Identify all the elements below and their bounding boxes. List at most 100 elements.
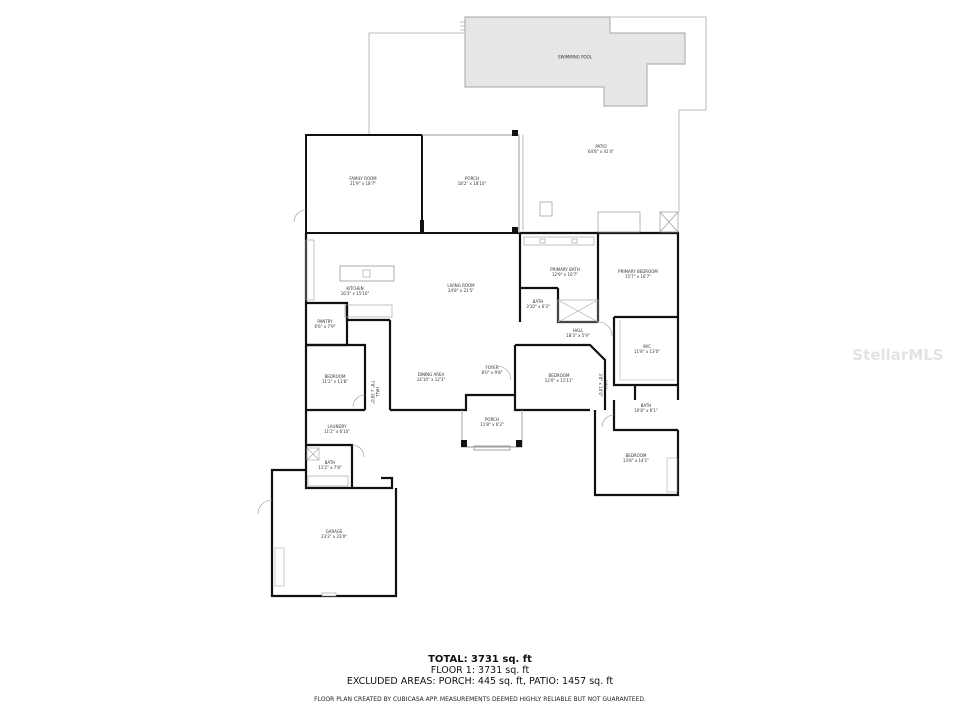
- room-name: PORCH: [465, 176, 479, 181]
- garage-walls: [270, 468, 398, 598]
- room-dims: 11'8" x 6'2": [480, 422, 504, 427]
- floor-plan-drawing: [257, 16, 707, 598]
- column-icon: [512, 227, 518, 233]
- door-swings: [293, 209, 615, 458]
- room-dims: 12'0" x 11'11": [544, 378, 574, 383]
- primary-bath-fixtures: [523, 236, 599, 323]
- sink-icon: [362, 269, 371, 278]
- disclaimer: FLOOR PLAN CREATED BY CUBICASA APP. MEAS…: [314, 696, 646, 703]
- pool-steps-icon: [460, 21, 465, 31]
- door-swing: [257, 499, 273, 515]
- room-name: PRIMARY BEDROOM: [618, 269, 658, 274]
- room-dims: 11'2" x 11'8": [321, 379, 349, 384]
- room-dims: 12'9" x 10'7": [551, 272, 579, 277]
- room-name: HALL: [603, 379, 608, 391]
- room-name: PORCH: [485, 417, 499, 422]
- column-icon: [461, 440, 467, 447]
- room-name: PANTRY: [317, 319, 333, 324]
- room-name: W/C: [642, 344, 652, 349]
- bath-west-fixtures: [306, 447, 349, 487]
- room-dims: 10'8" x 6'1": [634, 408, 658, 413]
- column-icon: [516, 440, 522, 447]
- room-dims: 13'8" x 14'1": [622, 458, 650, 463]
- room-name: HALL: [572, 328, 584, 333]
- room-name: PATIO: [595, 144, 607, 149]
- room-name: GARAGE: [325, 529, 343, 534]
- room-dims: 7'8" x 30'0": [370, 380, 375, 404]
- room-name: KITCHEN: [346, 286, 364, 291]
- garage-shelf: [274, 547, 285, 587]
- room-dims: 18'2" x 18'10": [457, 181, 487, 186]
- room-dims: 16'3" x 15'10": [340, 291, 370, 296]
- room-name: BEDROOM: [548, 373, 570, 378]
- porch-rear-outline: [422, 134, 520, 233]
- watermark-logo: StellarMLS: [852, 346, 944, 364]
- total-area: TOTAL: 3731 sq. ft: [428, 654, 532, 665]
- room-dims: 23'3" x 23'0": [320, 534, 348, 539]
- room-dims: 14'10" x 12'3": [416, 377, 446, 382]
- room-name: HALL: [375, 386, 380, 398]
- room-name: FAMILY ROOM: [349, 176, 377, 181]
- room-name: SWIMMING POOL: [557, 54, 593, 60]
- room-name: LAUNDRY: [327, 424, 347, 429]
- room-name: LIVING ROOM: [447, 283, 475, 288]
- room-dims: 3'10" x 6'3": [526, 304, 550, 309]
- room-dims: 11'8" x 13'0": [633, 349, 661, 354]
- room-swimming-pool: SWIMMING POOL: [558, 55, 592, 60]
- room-dims: 21'9" x 18'7": [349, 181, 377, 186]
- kitchen-island: [339, 265, 395, 282]
- room-name: FOYER: [485, 365, 499, 370]
- room-dims: 6'6" x 7'9": [314, 324, 336, 329]
- floor-area: FLOOR 1: 3731 sq. ft: [430, 665, 530, 676]
- excluded-areas: EXCLUDED AREAS: PORCH: 445 sq. ft, PATIO…: [346, 676, 614, 687]
- room-name: BEDROOM: [625, 453, 647, 458]
- room-name: PRIMARY BATH: [550, 267, 580, 272]
- column-icon: [512, 130, 518, 136]
- room-dims: 8'0" x 9'8": [481, 370, 503, 375]
- closet-shelving: [619, 320, 678, 493]
- outdoor-kitchen: [539, 201, 679, 233]
- wall-stub: [420, 220, 424, 234]
- front-porch-outline: [461, 410, 523, 451]
- room-name: BEDROOM: [324, 374, 346, 379]
- room-name: DINING AREA: [417, 372, 445, 377]
- room-dims: 18'3" x 5'9": [566, 333, 590, 338]
- family-room-walls: [305, 134, 520, 234]
- room-dims: 11'2" x 6'10": [323, 429, 351, 434]
- garage-door: [321, 592, 337, 597]
- room-dims: 24'8" x 21'5": [447, 288, 475, 293]
- room-dims: 3'8" x 10'0": [598, 373, 603, 397]
- room-dims: 11'2" x 7'8": [318, 465, 342, 470]
- room-dims: 64'8" x 41'4": [587, 149, 615, 154]
- room-name: BATH: [640, 403, 652, 408]
- swimming-pool: [464, 16, 686, 107]
- kitchen-counter: [305, 239, 393, 318]
- area-summary: TOTAL: 3731 sq. ft FLOOR 1: 3731 sq. ft …: [0, 654, 960, 687]
- room-name: BATH: [324, 460, 336, 465]
- room-name: BATH: [532, 299, 544, 304]
- room-dims: 15'7" x 16'7": [624, 274, 652, 279]
